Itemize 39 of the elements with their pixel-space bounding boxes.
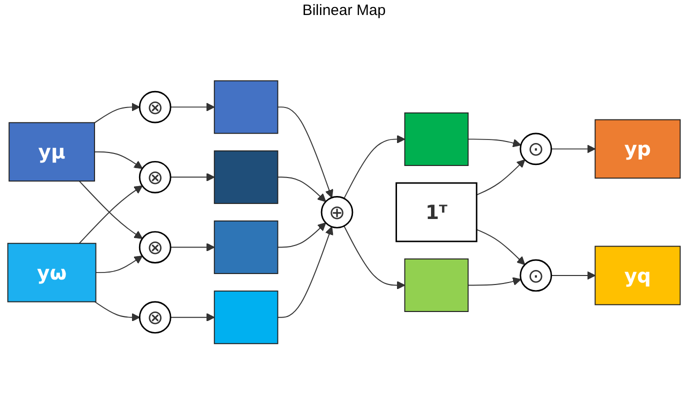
arrow — [170, 102, 215, 112]
node-box — [214, 220, 278, 274]
arrow — [468, 276, 522, 286]
node-circle: ⊙ — [520, 132, 552, 165]
node-box — [214, 150, 278, 204]
node-circle: ⊗ — [138, 300, 172, 334]
node-circle: ⊗ — [138, 230, 172, 264]
node-box: yω — [7, 242, 96, 302]
arrow — [170, 242, 215, 252]
node-circle: ⊕ — [320, 196, 354, 228]
node-box — [404, 258, 469, 312]
node-box: yp — [594, 119, 681, 178]
arrow — [94, 151, 143, 169]
arrow — [344, 225, 406, 290]
node-circle: ⊗ — [138, 90, 172, 124]
node-circle: ⊙ — [520, 259, 552, 292]
node-circle: ⊗ — [138, 160, 172, 194]
arrow — [344, 134, 406, 199]
arrow — [468, 138, 522, 147]
arrow — [94, 102, 140, 124]
node-box: 1ᵀ — [396, 182, 478, 242]
node-box — [404, 112, 469, 166]
node-box — [214, 290, 278, 344]
arrow — [550, 144, 596, 153]
node-box: yq — [594, 246, 681, 305]
arrow — [550, 270, 596, 280]
arrow — [277, 226, 334, 318]
arrow — [277, 176, 326, 202]
arrow — [170, 312, 215, 322]
arrow — [277, 106, 334, 198]
arrow — [277, 222, 326, 248]
diagram-label: Bilinear Map — [302, 2, 386, 19]
arrow — [94, 301, 140, 322]
node-box: yμ — [8, 122, 96, 182]
arrow — [170, 172, 215, 182]
node-box — [214, 80, 278, 134]
arrow — [476, 228, 526, 265]
arrow — [95, 255, 143, 273]
arrow — [476, 159, 526, 196]
